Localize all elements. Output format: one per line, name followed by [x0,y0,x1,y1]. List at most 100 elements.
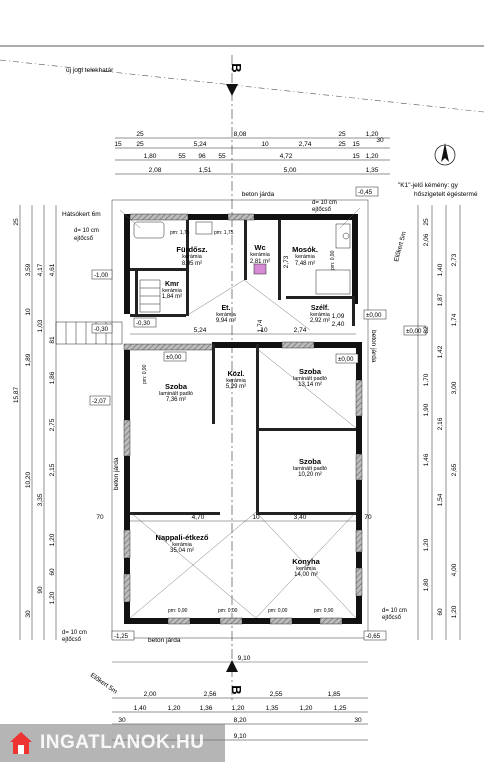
dim-bot-3a: 30 [118,717,126,724]
dim-bot-4a: 9,10 [234,733,247,740]
window-8: pm: 0,90 [142,364,148,384]
room-area-room1: 7,36 m² [166,397,186,403]
dim-left-5: 10 [25,308,32,316]
dim-top-4d: 1,35 [366,167,379,174]
dim-left-4: 4,61 [49,263,56,276]
dim-left-3: 4,17 [37,263,44,276]
dim-bot-2e: 1,35 [266,705,279,712]
dim-bot-1c: 2,55 [270,691,283,698]
dim-top-2f: 25 [338,141,346,148]
entrance-stairs [55,279,161,345]
slope-tr2: ejtőcső [312,207,332,213]
room-area-kitchen: 14,00 m² [294,572,318,578]
room-floor-hall: kerámia [216,312,237,318]
dim-top-3e: 4,72 [280,153,293,160]
section-marker-top-arrow [226,84,238,96]
watermark-banner: INGATLANOK.HU [0,724,225,762]
idim-5: 4,70 [192,514,205,521]
room-name-hall: Et. [222,305,231,312]
window-labels: pm: 1,75 pm: 1,75 pm: 0,90 pm: 0,90 pm: … [142,230,336,614]
frontyard-label: Előkert 5m [89,672,118,696]
dim-right-19: 60 [437,608,444,616]
dim-left-11: 15,87 [13,386,20,403]
dim-left-17: 1,20 [49,591,56,604]
idim-11: 1,09 [332,313,345,320]
dim-top-2b: 25 [136,141,144,148]
room-floor-bath: kerámia [182,254,203,260]
idim-7: 3,40 [294,514,307,521]
level-11: -0,65 [366,633,381,640]
dim-left-6: 1,03 [37,319,44,332]
dim-bot-3c: 30 [354,717,362,724]
level-10: -1,25 [114,633,129,640]
interior-walls [130,220,356,515]
room-name-vestibule: Szélf. [311,305,329,312]
idim-8: 70 [96,514,104,521]
window-4: pm: 0,90 [168,608,188,614]
north-arrow-icon [434,143,456,166]
dim-right-18: 4,00 [451,563,458,576]
dim-right-5: 1,87 [437,293,444,306]
level-3: -0,30 [136,320,151,327]
dim-bot-1a: 2,00 [144,691,157,698]
room-name-bath: Fürdősz. [176,245,207,254]
level-9: ±0,00 [406,328,422,335]
window-1: pm: 1,75 [170,230,190,236]
watermark-text: INGATLANOK.HU [40,732,205,753]
dim-right-10: 3,00 [451,381,458,394]
dim-left-15: 1,20 [49,533,56,546]
dim-top-3b: 55 [178,153,186,160]
slope-br2: ejtőcső [382,615,402,621]
window-6: pm: 0,00 [268,608,288,614]
dim-right-3: 1,40 [437,263,444,276]
lot-line [0,59,484,113]
room-area-bath: 8,95 m² [182,261,202,267]
room-name-room2: Szoba [299,367,322,376]
room-floor-vestibule: kerámia [310,312,331,318]
dim-bot-2b: 1,20 [168,705,181,712]
room-area-vestibule: 2,92 m² [310,318,330,324]
room-name-living: Nappali-étkező [156,533,209,542]
level-5: -2,07 [92,398,107,405]
room-area-corridor: 5,29 m² [226,384,246,390]
dim-top-1b: 8,08 [234,131,247,138]
top-dimensions [115,137,390,175]
dim-top-3d: 55 [218,153,226,160]
dim-right-7: 1,74 [451,313,458,326]
house-logo-icon [10,732,32,754]
dim-top-3a: 1,80 [144,153,157,160]
dim-top-1c: 25 [338,131,346,138]
idim-12: 2,40 [332,321,345,328]
section-marker-bottom: B [229,685,244,694]
room-floor-corridor: kerámia [226,378,247,384]
sidewalk-left-label: beton járda [113,457,120,490]
dim-left-12: 10,20 [25,471,32,488]
slope-tl2: ejtőcső [74,236,94,242]
sight-lines [119,207,361,619]
dim-right-12: 1,90 [423,403,430,416]
dim-bot-1d: 1,85 [328,691,341,698]
slope-tr: d= 10 cm [312,200,337,206]
room-area-wc: 2,81 m² [250,259,270,265]
dim-bot-2f: 1,20 [300,705,313,712]
dim-top-4b: 1,51 [199,167,212,174]
room-area-pantry: 1,84 m² [162,294,182,300]
room-name-room3: Szoba [299,457,322,466]
dim-left-9: 1,86 [49,371,56,384]
slope-bl: d= 10 cm [62,630,87,636]
idim-13: 9,10 [238,655,251,662]
room-area-hall: 9,94 m² [216,318,236,324]
dim-right-14: 1,46 [423,453,430,466]
dim-left-1: 25 [13,218,20,226]
hatched-wall-segments [123,213,363,625]
room-labels: Fürdősz. kerámia 8,95 m² Wc kerámia 2,81… [156,243,331,578]
dim-left-16: 60 [49,568,56,576]
idim-9: 70 [364,514,372,521]
room-floor-room3: laminált padló [293,466,327,472]
dim-bot-2d: 1,20 [232,705,245,712]
idim-2: 10 [260,327,268,334]
dim-left-8: 1,89 [25,353,32,366]
room-name-pantry: Kmr [165,281,179,288]
outer-walls [124,214,362,624]
dim-top-3c: 96 [198,153,206,160]
